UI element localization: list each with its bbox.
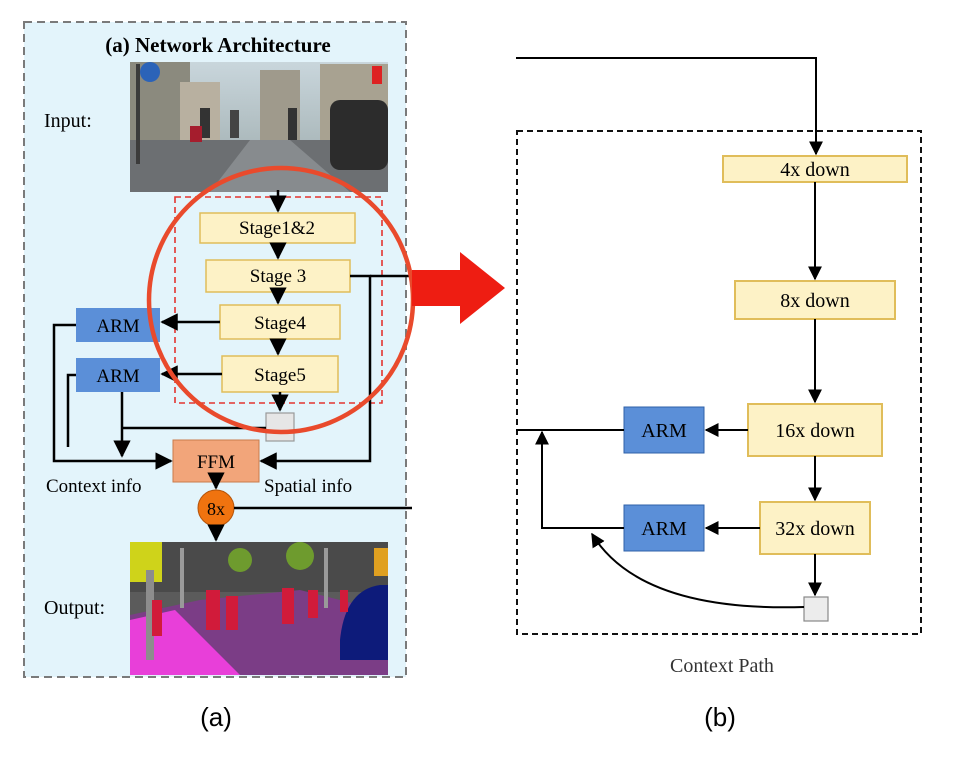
panel-b: 4x down 8x down 16x down 32x down ARM AR… (516, 57, 922, 732)
arm-block-lower: ARM (76, 358, 160, 392)
down4-block: 4x down (722, 155, 908, 183)
upsample-label: 8x (207, 499, 225, 519)
down8-block: 8x down (734, 280, 896, 320)
panel-a: (a) Network Architecture Input: Stage1&2 (23, 21, 412, 732)
down4-label: 4x down (780, 159, 849, 181)
context-info-label: Context info (46, 476, 142, 497)
panel-a-title: (a) Network Architecture (105, 33, 330, 57)
stage3-label: Stage 3 (250, 266, 306, 287)
ffm-label: FFM (197, 452, 235, 473)
arm-block-b-lower: ARM (623, 504, 705, 552)
stage1-2-label: Stage1&2 (239, 218, 315, 239)
upsample-node: 8x (197, 489, 235, 527)
global-pool-node (265, 412, 295, 442)
stage-arrows (269, 190, 289, 412)
down32-block: 32x down (759, 501, 871, 555)
arm-b-lower-label: ARM (641, 518, 687, 540)
zoom-arrow (412, 252, 505, 324)
stage4-block: Stage4 (219, 304, 341, 340)
spatial-info-label: Spatial info (264, 476, 352, 497)
stage3-block: Stage 3 (205, 259, 351, 293)
global-pool-node-b (803, 596, 829, 622)
arm-lower-label: ARM (96, 366, 139, 387)
output-label: Output: (44, 597, 105, 619)
input-label: Input: (44, 110, 92, 132)
panel-a-connections (52, 274, 412, 542)
panel-a-caption: (a) (200, 702, 232, 732)
arm-b-upper-label: ARM (641, 420, 687, 442)
input-image (130, 62, 388, 192)
context-path-box (516, 130, 922, 635)
down16-label: 16x down (775, 420, 854, 442)
stage1-2-block: Stage1&2 (199, 212, 356, 244)
output-segmentation-image (130, 542, 388, 675)
ffm-block: FFM (172, 439, 260, 483)
down32-label: 32x down (775, 518, 854, 540)
arm-block-b-upper: ARM (623, 406, 705, 454)
stage5-block: Stage5 (221, 355, 339, 393)
down16-block: 16x down (747, 403, 883, 457)
panel-b-caption: (b) (704, 702, 736, 732)
stage5-label: Stage5 (254, 365, 306, 386)
arm-block-upper: ARM (76, 308, 160, 342)
down8-label: 8x down (780, 290, 849, 312)
stage4-label: Stage4 (254, 313, 306, 334)
panel-b-connections (516, 57, 823, 609)
arm-upper-label: ARM (96, 316, 139, 337)
context-path-title: Context Path (670, 655, 774, 677)
